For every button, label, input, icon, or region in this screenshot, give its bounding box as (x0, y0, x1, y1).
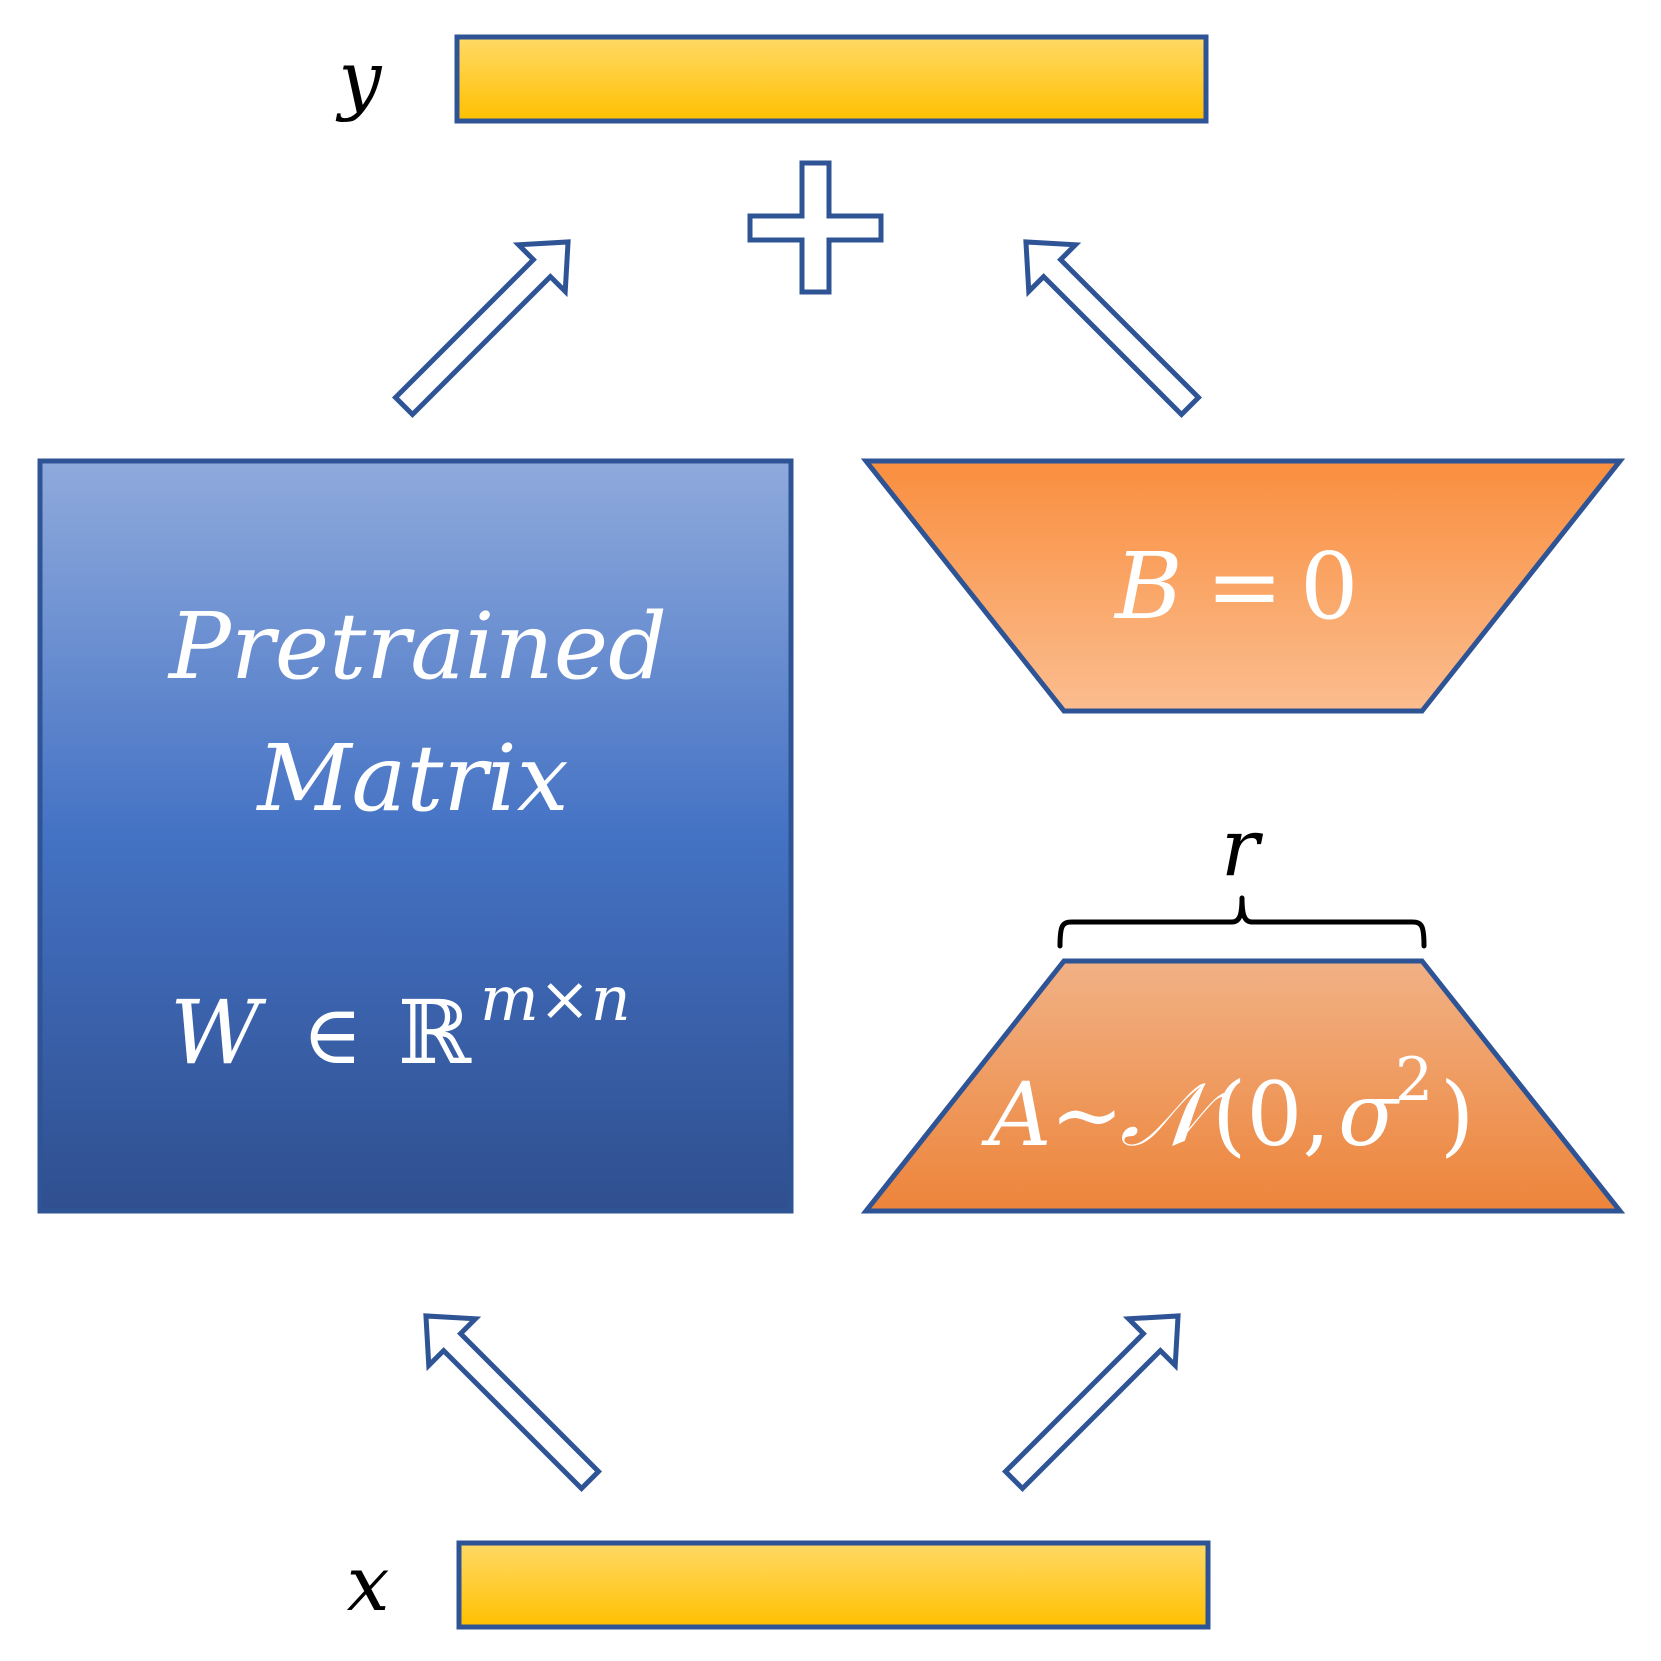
weight-formula: W ∈ ℝ m×n (170, 962, 631, 1084)
matrix-label: Matrix (255, 725, 568, 832)
b-symbol: B (1113, 533, 1183, 640)
weight-symbol: W (170, 981, 267, 1084)
zero-value: 0 (1300, 533, 1359, 640)
weight-dims-exponent: m×n (480, 962, 631, 1035)
pretrained-label: Pretrained (167, 593, 667, 700)
input-bar-x (456, 1540, 1211, 1630)
lora-b-block (860, 458, 1626, 714)
args-close: ) (1440, 1063, 1474, 1166)
plus-icon (747, 160, 884, 295)
rank-label-r: r (1221, 801, 1264, 894)
label-x: x (347, 1539, 390, 1628)
lora-a-block (860, 958, 1626, 1214)
sigma-symbol: σ (1338, 1063, 1401, 1166)
a-symbol: A (981, 1063, 1052, 1166)
sigma-exponent: 2 (1395, 1045, 1433, 1115)
pretrained-matrix-block (37, 458, 794, 1214)
equals-symbol: = (1206, 533, 1283, 640)
label-y: y (336, 34, 383, 123)
args-open: (0, (1212, 1063, 1330, 1166)
rank-brace-icon (1057, 895, 1427, 949)
arrow-x-to-a-icon (1001, 1313, 1181, 1493)
reals-symbol: ℝ (398, 981, 472, 1084)
arrow-w-to-sum-icon (391, 239, 571, 419)
arrow-x-to-w-icon (423, 1313, 603, 1493)
output-bar-y (454, 34, 1209, 124)
b-init-formula: B = 0 (1113, 533, 1359, 640)
tilde-symbol: ∼ (1050, 1063, 1124, 1166)
element-of-symbol: ∈ (302, 988, 363, 1083)
arrow-b-to-sum-icon (1023, 239, 1203, 419)
